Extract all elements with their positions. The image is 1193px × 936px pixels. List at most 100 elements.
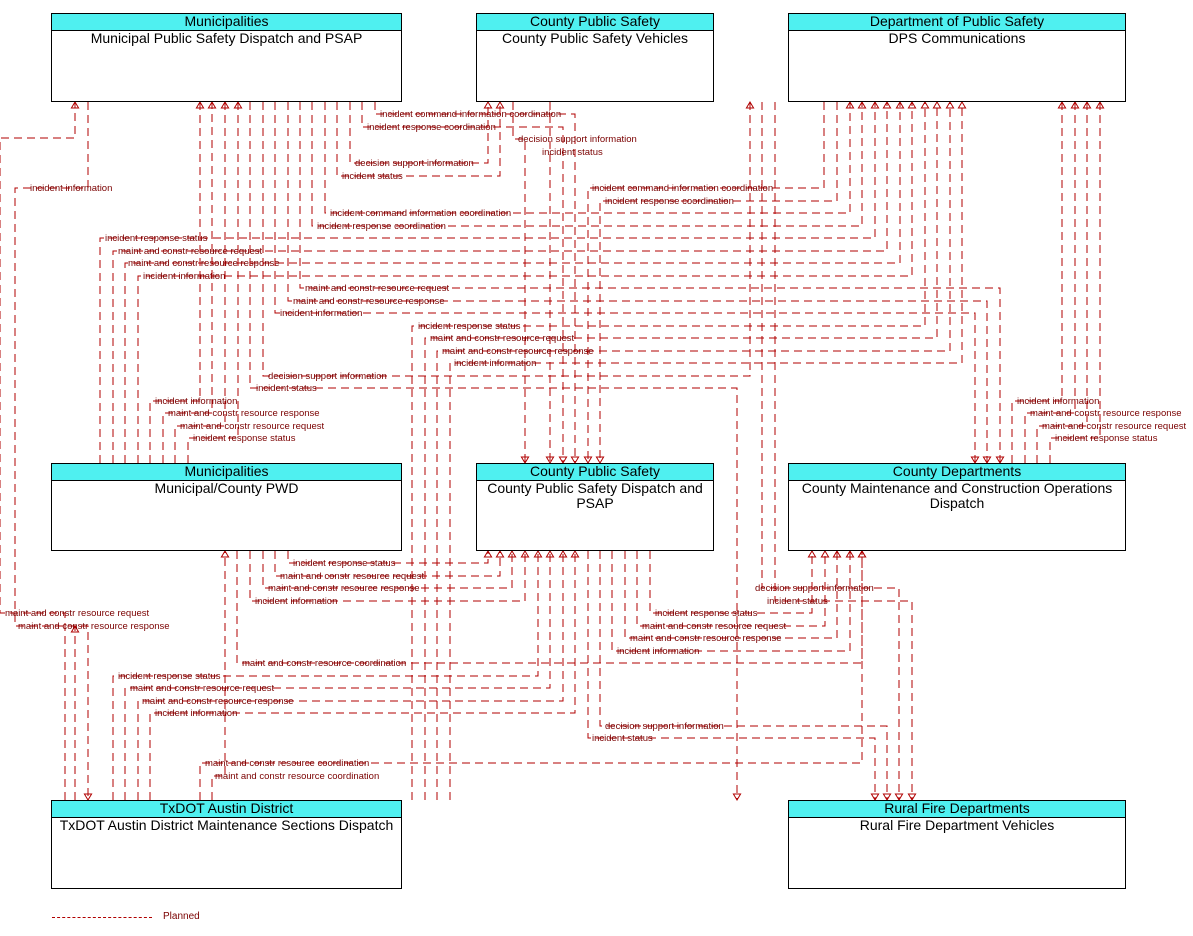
flow-line [1011,102,1063,463]
flow-label: incident response coordination [317,221,446,232]
flow-label: incident information [280,308,362,319]
flow-line [112,551,539,800]
node-county-public-safety-dispatch[interactable]: County Public Safety County Public Safet… [476,463,714,551]
flow-arrowhead [233,101,243,109]
flow-arrowhead [483,550,493,558]
flow-line [249,551,526,602]
flow-label: incident information [155,396,237,407]
node-category: TxDOT Austin District [52,801,401,818]
flow-label: incident response coordination [605,196,734,207]
flow-label: maint and constr resource request [1042,421,1187,432]
flow-line [137,551,564,800]
flow-label: incident response coordination [367,122,496,133]
flow-line [599,102,838,463]
flow-label: incident response status [118,671,221,682]
node-municipal-psap[interactable]: Municipalities Municipal Public Safety D… [51,13,402,102]
flow-arrowhead [932,101,942,109]
flow-arrowhead [483,101,493,109]
flow-line [349,102,489,164]
flow-label: incident information [617,646,699,657]
flow-line [287,551,489,564]
flow-line [336,102,501,177]
flow-line [112,102,888,463]
flow-arrowhead [957,101,967,109]
flow-label: maint and constr resource request [305,283,450,294]
flow-label: incident response status [193,433,296,444]
flow-label: decision support information [755,583,874,594]
flow-label: maint and constr resource response [18,621,170,632]
flow-line [249,102,738,800]
node-dps-communications[interactable]: Department of Public Safety DPS Communic… [788,13,1126,102]
flow-line [761,102,900,800]
flow-label: maint and constr resource response [142,696,294,707]
flow-label: maint and constr resource response [268,583,420,594]
node-txdot-maintenance-dispatch[interactable]: TxDOT Austin District TxDOT Austin Distr… [51,800,402,889]
flow-arrowhead [220,550,230,558]
flow-arrowhead [845,101,855,109]
node-name: County Maintenance and Construction Oper… [801,480,1113,511]
node-name: Municipal/County PWD [154,480,299,496]
flow-label: incident response status [1055,433,1158,444]
node-category: Rural Fire Departments [789,801,1125,818]
flow-arrowhead [1070,101,1080,109]
flow-line [0,102,76,800]
flow-line [1036,102,1088,463]
node-category: County Public Safety [477,464,713,481]
flow-arrowhead [995,456,1005,464]
flow-arrowhead [732,793,742,801]
flow-label: maint and constr resource request [5,608,150,619]
flow-arrowhead [882,793,892,801]
flow-line [624,551,838,639]
flow-arrowhead [220,101,230,109]
flow-arrowhead [945,101,955,109]
flow-label: maint and constr resource request [180,421,325,432]
flow-arrowhead [970,456,980,464]
flow-arrowhead [820,550,830,558]
node-name: Municipal Public Safety Dispatch and PSA… [90,30,363,46]
flow-arrowhead [882,101,892,109]
flow-arrowhead [857,550,867,558]
flow-label: incident status [342,171,403,182]
flow-line [599,551,888,800]
flow-line [124,102,901,463]
flow-label: incident information [255,596,337,607]
flow-arrowhead [595,456,605,464]
flow-line [324,102,851,214]
flow-arrowhead [558,550,568,558]
flow-label: decision support information [605,721,724,732]
flow-line [512,102,526,463]
legend-planned-line [52,917,152,918]
flow-arrowhead [982,456,992,464]
flow-arrowhead [1095,101,1105,109]
flow-label: maint and constr resource response [128,258,280,269]
node-county-public-safety-vehicles[interactable]: County Public Safety County Public Safet… [476,13,714,102]
flow-line [236,551,863,664]
flow-label: maint and constr resource coordination [215,771,379,782]
flow-label: maint and constr resource response [1030,408,1182,419]
flow-label: maint and constr resource request [280,571,425,582]
flow-label: incident status [256,383,317,394]
flow-arrowhead [207,101,217,109]
flow-line [374,102,576,463]
flow-arrowhead [70,625,80,633]
flow-label: decision support information [355,158,474,169]
node-rural-fire-vehicles[interactable]: Rural Fire Departments Rural Fire Depart… [788,800,1126,889]
flow-line [287,102,988,463]
flow-line [274,102,976,463]
flow-arrowhead [83,793,93,801]
node-name: DPS Communications [888,30,1026,46]
flow-label: incident command information coordinatio… [592,183,773,194]
flow-label: decision support information [518,134,637,145]
node-county-maintenance-dispatch[interactable]: County Departments County Maintenance an… [788,463,1126,551]
flow-label: incident command information coordinatio… [330,208,511,219]
node-municipal-county-pwd[interactable]: Municipalities Municipal/County PWD [51,463,402,551]
flow-arrowhead [545,456,555,464]
flow-label: maint and constr resource coordination [205,758,369,769]
flow-label: incident response status [293,558,396,569]
flow-label: maint and constr resource response [293,296,445,307]
node-name: TxDOT Austin District Maintenance Sectio… [59,817,394,833]
flow-arrowhead [1082,101,1092,109]
flow-arrowhead [745,101,755,109]
flow-label: maint and constr resource response [630,633,782,644]
flow-arrowhead [520,456,530,464]
